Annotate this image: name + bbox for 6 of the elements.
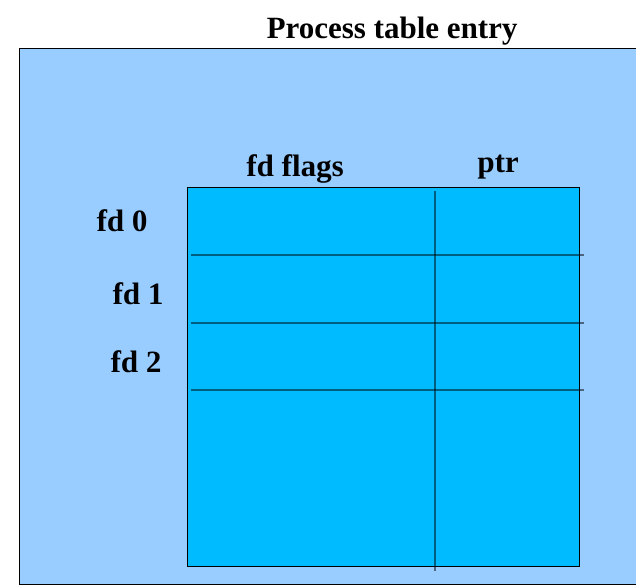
heading: Process table entry	[266, 12, 518, 43]
column-header: fd flags	[246, 150, 344, 181]
row-label: fd 2	[110, 346, 162, 377]
row-label: fd 0	[96, 205, 148, 236]
row-label: fd 1	[112, 278, 164, 309]
column-header: ptr	[477, 146, 519, 177]
